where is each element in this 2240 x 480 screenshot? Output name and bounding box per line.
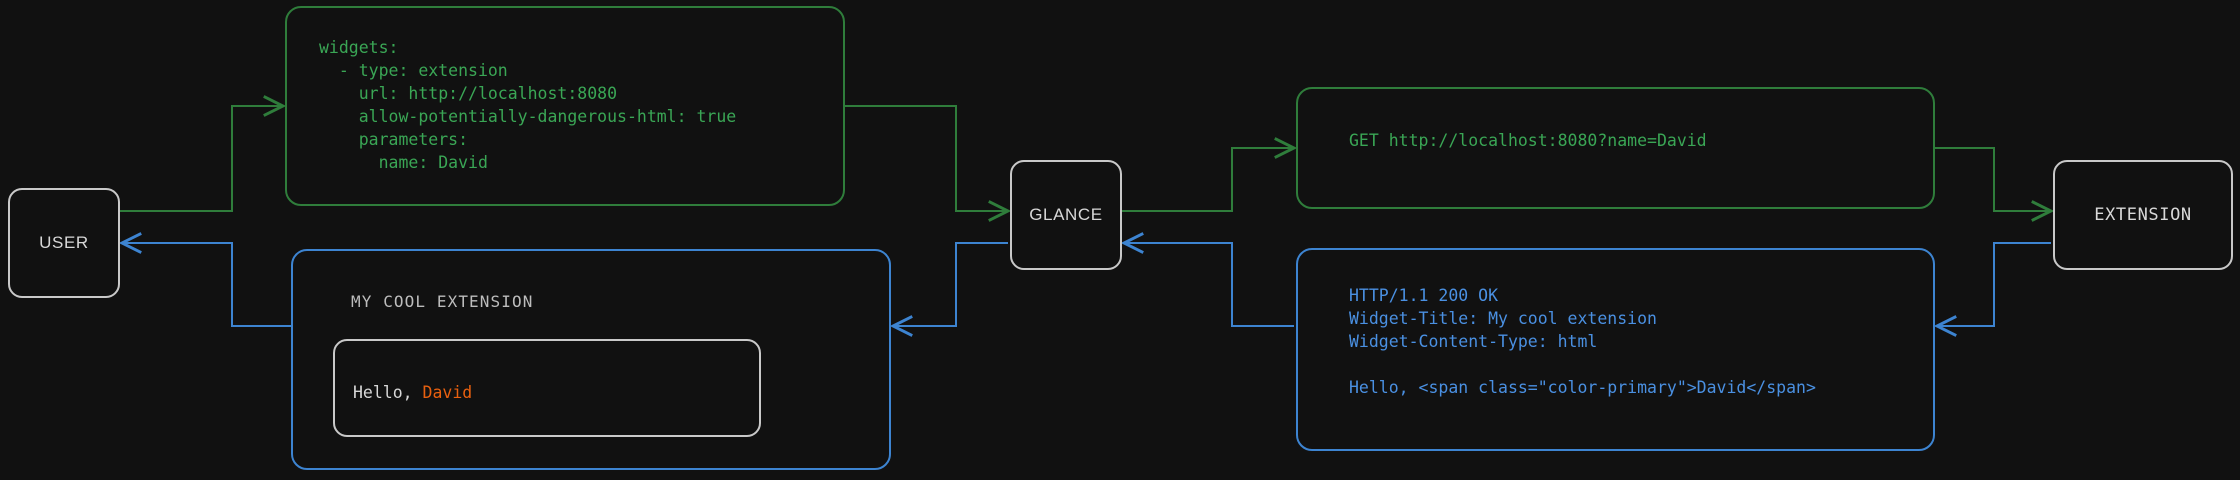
panel-widget-config[interactable]: widgets: - type: extension url: http://l… — [285, 6, 845, 206]
panel-http-request[interactable]: GET http://localhost:8080?name=David — [1296, 87, 1935, 209]
widget-name-accent: David — [422, 383, 473, 402]
node-glance-label: GLANCE — [1029, 205, 1103, 224]
widget-greeting-text: Hello, — [353, 383, 423, 402]
connector-extension-to-response — [1937, 242, 2051, 326]
http-response-body: HTTP/1.1 200 OK Widget-Title: My cool ex… — [1349, 286, 1816, 397]
node-extension-label: EXTENSION — [2094, 205, 2192, 225]
panel-http-response[interactable]: HTTP/1.1 200 OK Widget-Title: My cool ex… — [1296, 248, 1935, 451]
widget-config-yaml: widgets: - type: extension url: http://l… — [319, 38, 737, 172]
rendered-widget-card[interactable]: Hello, David — [333, 339, 761, 437]
connector-widget-to-user — [122, 243, 291, 327]
connector-glance-to-widget — [893, 242, 1008, 326]
connector-request-to-extension — [1935, 147, 2051, 211]
connector-glance-to-request — [1122, 148, 1294, 212]
rendered-widget-title: MY COOL EXTENSION — [351, 292, 534, 311]
http-request-line: GET http://localhost:8080?name=David — [1349, 131, 1707, 150]
panel-rendered-widget[interactable]: MY COOL EXTENSION Hello, David — [291, 249, 891, 470]
connector-config-to-glance — [845, 105, 1008, 211]
node-user[interactable]: USER — [8, 188, 120, 298]
rendered-widget-card-text: Hello, David — [335, 341, 759, 402]
node-user-label: USER — [39, 233, 89, 252]
node-glance[interactable]: GLANCE — [1010, 160, 1122, 270]
connector-user-to-config — [120, 106, 283, 212]
connector-response-to-glance — [1124, 243, 1294, 327]
node-extension[interactable]: EXTENSION — [2053, 160, 2233, 270]
